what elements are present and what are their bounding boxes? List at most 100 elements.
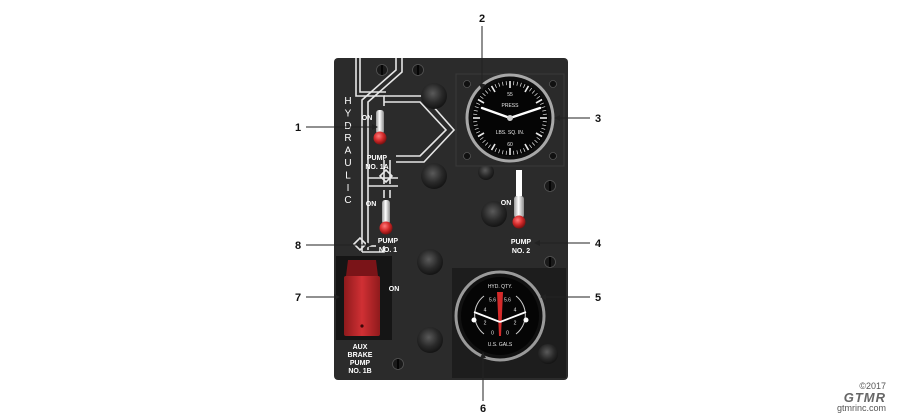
pressure-scale-top: 55 (507, 92, 513, 98)
screw-icon (544, 180, 556, 192)
panel-title-letter: H (344, 96, 351, 107)
pressure-gauge-tick (501, 150, 504, 155)
pressure-scale-bottom: 60 (507, 142, 513, 148)
callout-8: 8 (295, 240, 301, 252)
screw-icon (392, 358, 404, 370)
screw-icon (549, 152, 557, 160)
pressure-gauge-tick (534, 92, 538, 97)
pump-1a-switch[interactable]: ON PUMP NO. 1A (362, 110, 389, 171)
knob-icon (421, 83, 447, 109)
screw-icon (463, 152, 471, 160)
pressure-gauge-tick (516, 150, 519, 155)
screw-icon (412, 64, 424, 76)
pressure-needle-left (480, 106, 512, 120)
callout-5: 5 (595, 292, 601, 304)
pressure-gauge-tick (519, 149, 522, 154)
pump-1-on-label: ON (366, 201, 377, 208)
panel-title-letter: Y (345, 108, 352, 119)
pressure-gauge-tick (542, 109, 547, 112)
pressure-gauge-tick (540, 102, 544, 105)
pressure-gauge-tick (529, 87, 533, 92)
pressure-gauge-tick (541, 127, 546, 130)
pressure-gauge-tick (498, 149, 501, 154)
pump-2-on-label: ON (501, 200, 512, 207)
pressure-gauge-tick (501, 81, 504, 86)
pressure-gauge-tick (484, 90, 489, 94)
qty-label-top: HYD. QTY. (488, 284, 512, 290)
pressure-gauge-tick (477, 132, 485, 138)
aux-on-label: ON (389, 286, 400, 293)
pressure-gauge-tick (482, 92, 486, 97)
pressure-gauge-tick (534, 139, 538, 144)
aux-name-line3: PUMP (350, 360, 371, 367)
panel-title-letter: U (344, 158, 351, 169)
qty-scale-label: 2 (484, 320, 487, 326)
pressure-gauge-tick (535, 98, 543, 104)
pressure-gauge-tick (482, 139, 486, 144)
pressure-gauge-tick (490, 85, 496, 93)
pressure-gauge-tick (523, 148, 526, 152)
knob-icon (417, 327, 443, 353)
callout-2: 2 (479, 13, 485, 25)
panel-title-letter: C (344, 195, 351, 206)
qty-scale-label: 4 (484, 308, 487, 314)
pressure-gauge-tick (474, 106, 479, 109)
hydraulic-schematic-lines (352, 58, 456, 253)
pressure-gauge-tick (473, 124, 478, 127)
pressure-needle-right (508, 106, 542, 120)
knob-icon (538, 344, 558, 364)
panel-title-letter: R (344, 133, 351, 144)
pump-1a-name-line2: NO. 1A (365, 164, 388, 171)
callout-1: 1 (295, 122, 301, 134)
screw-icon (544, 256, 556, 268)
panel-title-letter: L (345, 170, 351, 181)
pump-2-name-line1: PUMP (511, 239, 532, 246)
aux-name-line2: BRAKE (348, 352, 373, 359)
pressure-label: PRESS (502, 103, 520, 109)
pressure-gauge-tick (474, 127, 479, 130)
pump-1a-on-label: ON (362, 115, 373, 122)
aux-name-line1: AUX (353, 344, 368, 351)
pressure-gauge-tick (494, 84, 497, 88)
panel-title-letter: I (347, 183, 350, 194)
pressure-gauge-tick (479, 95, 484, 99)
pressure-gauge-tick (479, 137, 484, 141)
callout-3: 3 (595, 113, 601, 125)
qty-needle-left (473, 311, 501, 323)
pressure-gauge-tick (516, 81, 519, 86)
pressure-gauge-tick (498, 82, 501, 87)
pressure-gauge-tick (536, 95, 541, 99)
knob-icon (417, 249, 443, 275)
pump-1-switch[interactable]: ON PUMP NO. 1 (366, 200, 399, 254)
qty-label-bottom: U.S. GALS (488, 342, 513, 348)
pressure-gauge-tick (542, 124, 547, 127)
pressure-gauge-tick (490, 143, 496, 151)
screw-icon (463, 80, 471, 88)
pressure-gauge-tick (524, 143, 530, 151)
pressure-gauge-tick (529, 144, 533, 149)
pressure-gauge-tick (541, 106, 546, 109)
pressure-gauge-tick (487, 87, 491, 92)
pressure-gauge-ticks (473, 81, 547, 155)
aux-brake-pump-switch[interactable]: ON AUX BRAKE PUMP NO. 1B (344, 260, 399, 375)
pressure-gauge-tick (476, 102, 480, 105)
copyright-year: ©2017 (859, 381, 886, 391)
pressure-gauge-tick (473, 109, 478, 112)
panel-screws (376, 64, 556, 370)
pressure-gauge-tick (531, 90, 536, 94)
pressure-gauge-tick (487, 144, 491, 149)
pressure-gauge-tick (524, 85, 530, 93)
qty-scale-label: 4 (514, 308, 517, 314)
copyright-block: ©2017 GTMR gtmrinc.com (837, 381, 886, 414)
panel-knobs (417, 83, 558, 364)
qty-needle-right (499, 311, 527, 323)
callout-6: 6 (480, 403, 486, 415)
pump-2-name-line2: NO. 2 (512, 248, 530, 255)
pressure-gauge-tick (523, 84, 526, 88)
qty-scale-label: 5.6 (504, 298, 511, 304)
pump-2-switch[interactable]: ON PUMP NO. 2 (501, 170, 532, 255)
